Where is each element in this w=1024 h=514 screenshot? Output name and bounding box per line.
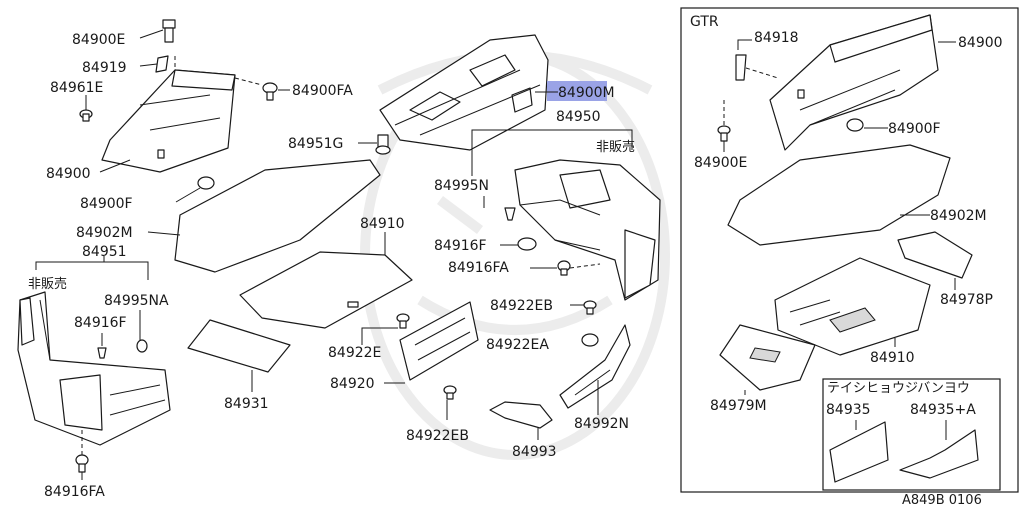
screw-84961E-icon	[79, 109, 93, 122]
clip-84951G-icon	[375, 134, 391, 155]
screw-84922EB-bottom-icon	[443, 385, 457, 400]
label-84995NA: 84995NA	[104, 293, 169, 309]
display-sub-frame-title: テイシヒョウジバンヨウ	[827, 381, 970, 396]
label-84900FA-left: 84900FA	[292, 83, 353, 99]
clip-84900FA-left-icon	[262, 82, 278, 101]
label-84922EB-bottom: 84922EB	[406, 428, 469, 444]
trunk-mat-84902M-gtr-icon	[727, 144, 951, 246]
label-84900F-left: 84900F	[80, 196, 133, 212]
floor-board-84910-left-icon	[239, 251, 413, 329]
label-84900E-left: 84900E	[72, 32, 125, 48]
label-84916FA-center: 84916FA	[448, 260, 509, 276]
label-84961E: 84961E	[50, 80, 103, 96]
floor-board-84910-gtr-icon	[774, 257, 931, 356]
label-84900-left: 84900	[46, 166, 91, 182]
clip-84900F-left-icon	[197, 176, 215, 190]
label-84902M-gtr: 84902M	[930, 208, 987, 224]
clip-84918-icon	[735, 54, 747, 81]
panel-84979M-icon	[719, 324, 816, 391]
panel-84931-icon	[187, 319, 291, 373]
label-84951: 84951	[82, 244, 127, 260]
clip-84922EA-icon	[581, 333, 599, 347]
label-84918: 84918	[754, 30, 799, 46]
trunk-lid-84900M-icon	[379, 34, 549, 151]
label-84931: 84931	[224, 396, 269, 412]
side-trim-84900-left-icon	[101, 69, 236, 173]
label-84995N: 84995N	[434, 178, 489, 194]
label-84993: 84993	[512, 444, 557, 460]
clip-84900F-gtr-icon	[846, 118, 864, 132]
panel-84978P-icon	[897, 231, 973, 279]
gtr-frame-title: GTR	[690, 14, 719, 30]
label-84900F-gtr: 84900F	[888, 121, 941, 137]
highlight-84900M	[547, 81, 607, 101]
clip-84995N-icon	[504, 207, 516, 221]
label-84978P: 84978P	[940, 292, 993, 308]
label-84951G: 84951G	[288, 136, 343, 152]
label-84920: 84920	[330, 376, 375, 392]
clip-84916FA-center-icon	[557, 260, 571, 276]
side-box-84951-icon	[17, 291, 171, 446]
label-84919: 84919	[82, 60, 127, 76]
display-bracket-84935A-icon	[899, 429, 979, 479]
label-84910-gtr: 84910	[870, 350, 915, 366]
screw-84900E-gtr-icon	[717, 125, 731, 142]
reference-code: A849B 0106	[902, 493, 982, 508]
side-trim-84900-gtr-icon	[769, 14, 939, 151]
label-84992N: 84992N	[574, 416, 629, 432]
not-for-sale-center: 非販売	[596, 139, 635, 155]
label-84900-gtr: 84900	[958, 35, 1003, 51]
trim-84993-icon	[489, 401, 553, 429]
display-sub-frame	[822, 378, 1001, 491]
label-84935: 84935	[826, 402, 871, 418]
label-84950: 84950	[556, 109, 601, 125]
label-84916F-center: 84916F	[434, 238, 487, 254]
clip-84919-icon	[155, 55, 169, 73]
label-84922E: 84922E	[328, 345, 381, 361]
trim-84920-icon	[399, 301, 479, 381]
clip-84900E-left-icon	[162, 19, 176, 43]
label-84979M: 84979M	[710, 398, 767, 414]
clip-84916FA-left-icon	[75, 454, 89, 473]
label-84935A: 84935+A	[910, 402, 976, 418]
label-84922EA: 84922EA	[486, 337, 549, 353]
trunk-mat-84902M-icon	[174, 159, 381, 273]
label-84900M: 84900M	[558, 85, 615, 101]
label-84916FA-left: 84916FA	[44, 484, 105, 500]
gtr-frame	[680, 7, 1019, 493]
screw-84922EB-top-icon	[583, 300, 597, 315]
label-84900E-gtr: 84900E	[694, 155, 747, 171]
label-84902M-left: 84902M	[76, 225, 133, 241]
label-84910-left: 84910	[360, 216, 405, 232]
display-bracket-84935-icon	[829, 421, 889, 483]
label-84916F-left: 84916F	[74, 315, 127, 331]
clip-84916F-center-icon	[517, 237, 537, 251]
label-84922EB-top: 84922EB	[490, 298, 553, 314]
not-for-sale-left: 非販売	[28, 276, 67, 292]
trim-84992N-icon	[559, 324, 631, 409]
side-box-84950-icon	[514, 159, 661, 301]
screw-84922E-icon	[396, 313, 410, 329]
